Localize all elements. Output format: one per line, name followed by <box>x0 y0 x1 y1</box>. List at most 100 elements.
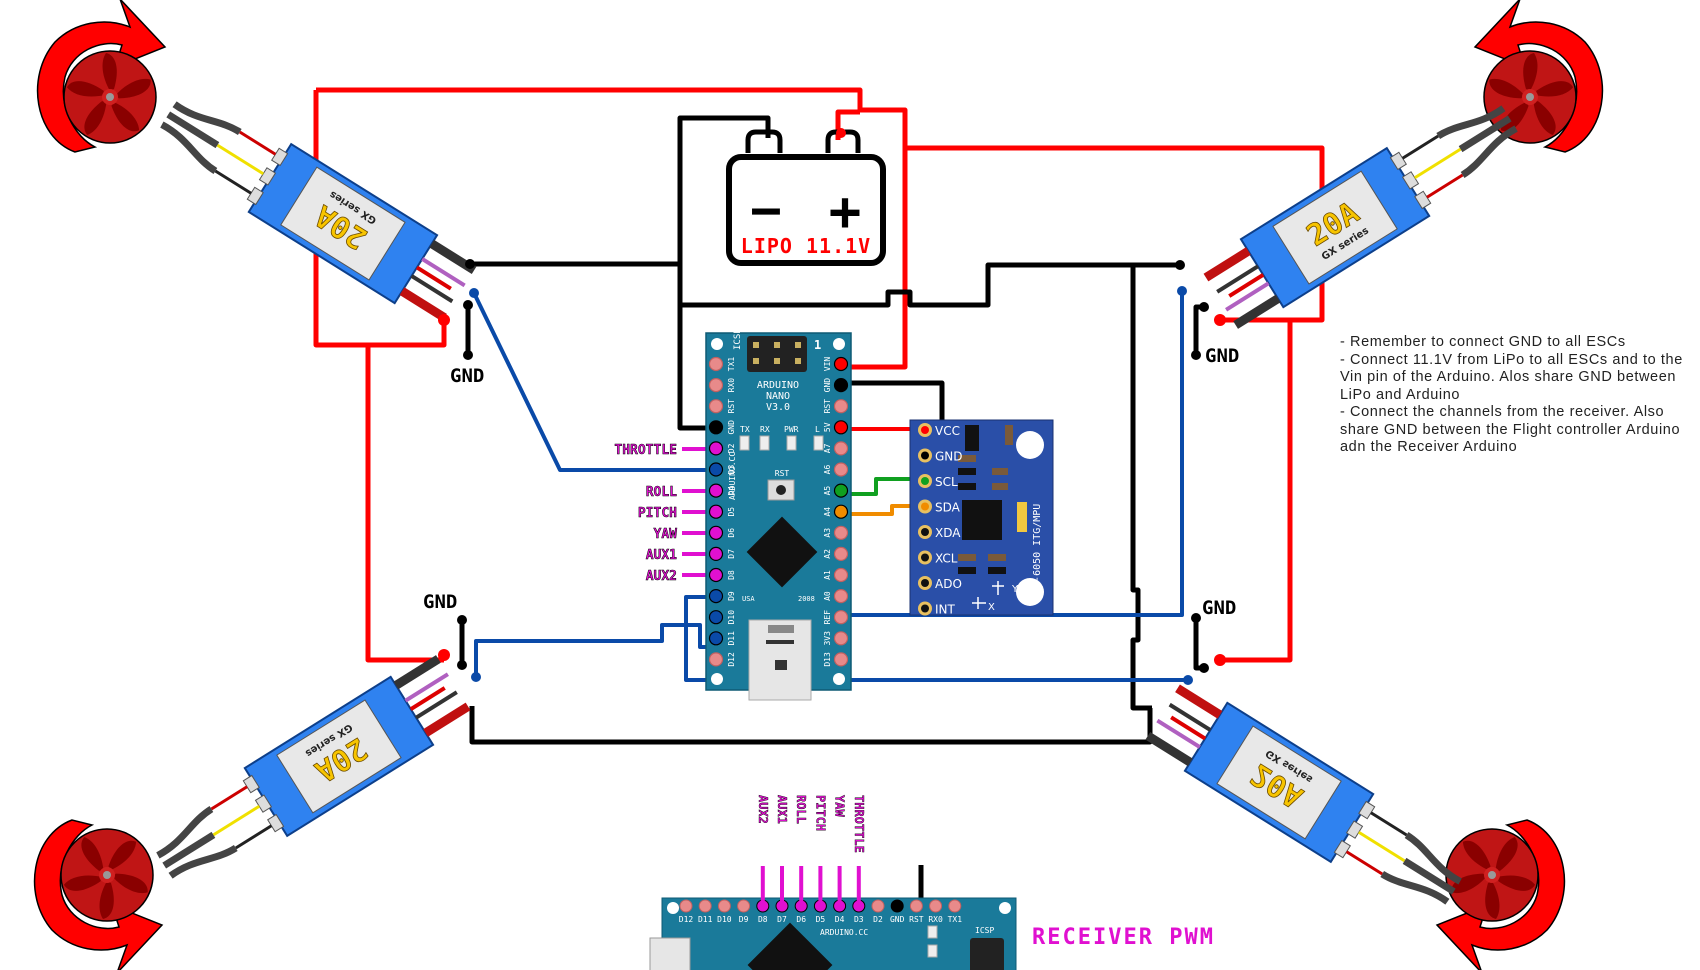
receiver-pin-label: D6 <box>796 915 806 924</box>
nano-pin-a5[interactable] <box>833 483 849 498</box>
channel-label-throttle: THROTTLE <box>614 443 677 458</box>
nano-pin-d10[interactable] <box>708 610 724 625</box>
nano-pin-d8[interactable] <box>708 567 724 583</box>
receiver-channel-label-roll: ROLL <box>794 795 808 824</box>
nano-pin-label: D6 <box>727 528 736 538</box>
mpu-pin-sda[interactable] <box>921 502 929 511</box>
receiver-pin-d9[interactable] <box>737 899 751 913</box>
motor-esc-bottom-right: 20A GX series <box>1143 676 1566 970</box>
svg-text:TX: TX <box>740 425 750 434</box>
nano-pin-label: RST <box>823 399 832 414</box>
nano-pin-d13[interactable] <box>833 652 849 667</box>
nano-pin-a0[interactable] <box>833 588 849 604</box>
ground-wire-bottom <box>469 706 1153 745</box>
nano-pin-a6[interactable] <box>833 462 849 477</box>
nano-pin-d2[interactable] <box>708 441 724 456</box>
nano-pin-a2[interactable] <box>833 546 849 562</box>
nano-pin-a4[interactable] <box>833 504 849 519</box>
nano-icsp-label: ICSP <box>733 328 743 350</box>
battery-plus-symbol: + <box>829 180 862 243</box>
svg-text:PWR: PWR <box>784 425 799 434</box>
nano-pin-rx0[interactable] <box>708 378 724 393</box>
nano-pin-d5[interactable] <box>708 504 724 519</box>
mpu-pin-ado[interactable] <box>921 579 929 587</box>
receiver-pin-d10[interactable] <box>717 899 731 913</box>
receiver-pin-tx1[interactable] <box>948 899 962 913</box>
mpu-pin-label: SCL <box>935 475 958 489</box>
nano-pin-d9[interactable] <box>708 588 724 604</box>
nano-pin-rst[interactable] <box>708 399 724 414</box>
nano-pin-gnd[interactable] <box>833 378 849 393</box>
nano-usa: USA <box>742 595 755 603</box>
note-line: Vin pin of the Arduino. Alos share GND b… <box>1340 369 1677 385</box>
esc-connection-dots <box>438 259 1226 685</box>
nano-pin-label: GND <box>823 378 832 393</box>
mpu-pin-scl[interactable] <box>921 477 929 485</box>
receiver-icsp: ICSP <box>975 926 994 935</box>
lipo-battery: − + LIPO 11.1V <box>726 128 886 266</box>
receiver-pin-label: D3 <box>854 915 864 924</box>
receiver-pin-label: D7 <box>777 915 787 924</box>
nano-pin-label: D12 <box>727 652 736 667</box>
battery-minus-symbol: − <box>750 181 781 241</box>
gnd-label-bottom-left: GND <box>423 591 457 613</box>
receiver-pin-label: TX1 <box>948 915 963 924</box>
nano-mcu-chip <box>746 516 818 588</box>
note-line: adn the Receiver Arduino <box>1340 439 1518 455</box>
nano-pin-d11[interactable] <box>708 631 724 646</box>
gnd-label-bottom-right: GND <box>1202 597 1236 619</box>
nano-pin-3v3[interactable] <box>833 631 849 646</box>
nano-pin-a1[interactable] <box>833 567 849 583</box>
receiver-pin-d12[interactable] <box>679 899 693 913</box>
nano-pin-ref[interactable] <box>833 610 849 625</box>
nano-pin-a3[interactable] <box>833 525 849 540</box>
note-line: - Remember to connect GND to all ESCs <box>1340 334 1626 350</box>
nano-pin-d3[interactable] <box>708 462 724 477</box>
nano-pin-5v[interactable] <box>833 420 849 435</box>
gnd-label-top-left: GND <box>450 365 484 387</box>
nano-pin-label: A7 <box>823 443 832 453</box>
signal-wire-d3 <box>472 292 714 472</box>
nano-pin-d4[interactable] <box>708 483 724 498</box>
nano-pin-label: D9 <box>727 591 736 601</box>
nano-title-2: NANO <box>766 391 790 402</box>
receiver-channel-label-aux1: AUX1 <box>775 795 789 824</box>
signal-wire-d9 <box>684 595 1188 682</box>
nano-pin-d6[interactable] <box>708 525 724 540</box>
receiver-pin-d2[interactable] <box>871 899 885 913</box>
receiver-brand: ARDUINO.CC <box>820 928 868 937</box>
mpu-pin-int[interactable] <box>921 604 929 613</box>
receiver-pin-rst[interactable] <box>909 899 923 913</box>
nano-pin-tx1[interactable] <box>708 356 724 372</box>
receiver-pin-rx0[interactable] <box>929 899 943 913</box>
mpu-pin-label: GND <box>935 450 963 464</box>
nano-pin-label: A0 <box>823 591 832 601</box>
nano-pin-a7[interactable] <box>833 441 849 456</box>
mpu-pin-xda[interactable] <box>921 528 929 536</box>
nano-pin-d7[interactable] <box>708 546 724 562</box>
battery-label: LIPO 11.1V <box>741 234 871 258</box>
receiver-pin-label: D4 <box>835 915 845 924</box>
power-wire-vin <box>845 148 908 370</box>
receiver-pin-label: GND <box>890 915 905 924</box>
nano-pin-label: RX0 <box>727 378 736 393</box>
motor-esc-top-left: 20A GX series <box>36 0 480 330</box>
signal-wire-d11 <box>474 623 714 675</box>
mpu-pin-xcl[interactable] <box>921 553 929 562</box>
nano-pin-gnd[interactable] <box>708 420 724 435</box>
ground-wire-right-vertical <box>1130 265 1152 711</box>
receiver-pin-d11[interactable] <box>698 899 712 913</box>
mpu-pin-gnd[interactable] <box>921 451 929 460</box>
nano-pin-label: D11 <box>727 631 736 646</box>
nano-pin-rst[interactable] <box>833 399 849 414</box>
nano-pin-vin[interactable] <box>833 356 849 372</box>
receiver-usb-port <box>649 937 691 970</box>
receiver-pin-label: D10 <box>717 915 732 924</box>
channel-label-yaw: YAW <box>654 527 678 542</box>
nano-pin-d12[interactable] <box>708 652 724 667</box>
mpu-pin-vcc[interactable] <box>921 426 929 434</box>
motor-bottom-right <box>1436 819 1566 970</box>
receiver-pin-gnd[interactable] <box>890 899 904 913</box>
